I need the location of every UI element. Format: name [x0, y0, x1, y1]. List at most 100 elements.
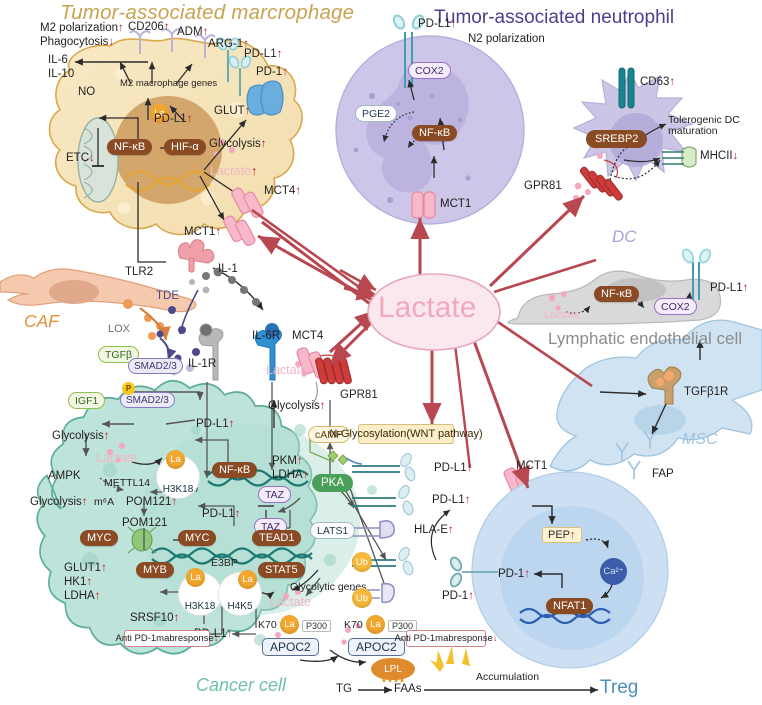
la-mark-cancer-a: La	[166, 450, 185, 469]
label-cancer-cell: Cancer cell	[196, 675, 287, 695]
myc-node-left: MYC	[80, 530, 119, 546]
cancer-surface-pdl1-b: PD-L1↑	[432, 494, 471, 506]
macrophage-nuclear-pdl1: PD-L1↑	[154, 113, 193, 125]
tead1-node: TEAD1	[252, 530, 302, 546]
macrophage-pd1-label: PD-1↑	[256, 66, 288, 78]
m6a-label: m⁶A	[94, 496, 115, 508]
arg1-label: ARG-1↑	[208, 38, 249, 50]
pge2-node: PGE2	[355, 105, 398, 122]
camp-node: cAMP	[308, 426, 351, 443]
ldha-label: LDHA↑	[272, 469, 309, 481]
pkm-label: PKM↑	[272, 455, 303, 467]
cox2-node-lec: COX2	[654, 298, 697, 315]
pom121-up-label: POM121↑	[126, 496, 178, 508]
e3bp-label: E3BP	[211, 557, 238, 569]
phagocytosis-label: Phagocytosis↓	[40, 36, 115, 48]
cancer-surface-pdl1-a: PD-L1↑	[434, 462, 473, 474]
tg-label: TG	[336, 683, 352, 695]
mettl14-label: METTL14	[104, 477, 151, 489]
neutrophil-pdl1-label: PD-L1↑	[418, 18, 457, 30]
lec-pdl1-label: PD-L1↑	[710, 282, 749, 294]
mct4-label-macrophage: MCT4↑	[264, 185, 302, 197]
nfkb-node-cancer: NF-κB	[212, 462, 258, 478]
glut1-label: GLUT1↑	[64, 562, 107, 574]
tgfb-node: TGFβ	[98, 346, 140, 363]
no-label: NO	[78, 86, 96, 98]
lpl-node: LPL	[371, 658, 415, 680]
ampk-label: AMPK	[48, 470, 81, 482]
ub-node-a: Ub	[352, 552, 372, 572]
il1-label: IL-1	[218, 263, 238, 275]
phospho-mark: P	[122, 382, 135, 395]
il6-label: IL-6	[48, 54, 68, 66]
calcium-node: Ca²⁺	[600, 558, 627, 585]
mhcii-label: MHCII↓	[700, 150, 739, 162]
cancer-lactate-faint-b: Lactate	[96, 451, 138, 465]
lactate-hub-label: Lactate	[378, 291, 477, 324]
mct4-label-cancer: MCT4	[292, 330, 324, 342]
myc-node-right: MYC	[178, 530, 217, 546]
smad23-bottom-node: SMAD2/3	[120, 392, 175, 408]
cox2-node-neutrophil: COX2	[408, 62, 451, 79]
adm-label: ADM↑	[177, 26, 209, 38]
apoc2-node-b: APOC2	[348, 638, 405, 656]
myb-node: MYB	[136, 562, 174, 578]
la-mark-cancer-b: La	[186, 568, 205, 587]
la-mark-macrophage: La	[150, 104, 169, 123]
il6r-label: IL-6R	[252, 330, 281, 342]
label-dc: DC	[612, 227, 637, 246]
lox-label: LOX	[108, 323, 131, 335]
treg-pd1-label: PD-1↑	[498, 568, 530, 580]
cancer-glycolysis-mid: Glycolysis↑	[268, 400, 326, 412]
ub-node-b: Ub	[352, 588, 372, 608]
tde-label: TDE	[156, 290, 179, 302]
fap-label: FAP	[652, 468, 674, 480]
label-treg: Treg	[600, 677, 639, 698]
tlr2-label: TLR2	[125, 266, 154, 278]
lats1-node: LATS1	[310, 522, 356, 539]
la-mark-apoc2-a: La	[280, 615, 299, 634]
lec-lactate-faint: Lactate	[544, 309, 581, 321]
etc-label: ETC↓	[66, 152, 95, 164]
cd206-label: CD206↑	[128, 21, 170, 33]
pka-node: PKA	[312, 474, 354, 492]
macrophage-pdl1-label: PD-L1↑	[244, 48, 283, 60]
nfkb-node-lec: NF-κB	[594, 286, 640, 302]
neutrophil-subtitle: N2 polarization	[468, 33, 545, 45]
mct1-label-macrophage: MCT1↑	[184, 226, 222, 238]
macrophage-glycolysis-label: Glycolysis↑	[209, 138, 267, 150]
section-title-macrophage: Tumor-associated marcrophage	[60, 1, 355, 24]
cancer-lactate-faint-c: Lactate	[270, 595, 312, 609]
m2-macrophage-genes-label: M2 macrophage genes	[120, 78, 218, 89]
taz-top-node: TAZ	[258, 486, 292, 503]
label-lymphatic-endothelial-cell: Lymphatic endothelial cell	[548, 329, 743, 348]
ampk-glycolysis-label: Glycolysis↑	[30, 496, 88, 508]
label-caf: CAF	[24, 311, 59, 331]
nfkb-node-neutrophil: NF-κB	[412, 125, 458, 141]
pom121-pore-label: POM121	[122, 517, 168, 529]
mct1-label-neutrophil: MCT1	[440, 198, 472, 210]
glut-label: GLUT↑	[214, 105, 251, 117]
gpr81-label-dc: GPR81	[524, 180, 562, 192]
section-title-neutrophil: Tumor-associated neutrophil	[434, 7, 675, 28]
label-msc: MSC	[682, 431, 718, 448]
cancer-pd1-ext-label: PD-1↑	[442, 590, 474, 602]
mct1-label-treg: MCT1	[516, 460, 548, 472]
faas-label: FAAs	[394, 683, 422, 695]
k70-label-b: K70	[344, 619, 363, 631]
hifa-node-macrophage: HIF-α	[164, 139, 206, 155]
nfkb-node-macrophage: NF-κB	[107, 139, 153, 155]
gpr81-label-cancer: GPR81	[340, 389, 378, 401]
il1r-label: IL-1R	[188, 358, 217, 370]
macrophage-lactate-faint: Lactate↑	[210, 164, 258, 178]
cancer-pdl1-a: PD-L1↑	[196, 418, 235, 430]
accumulation-label: Accumulation	[476, 671, 540, 683]
lactate-red-arrows	[251, 194, 597, 489]
tgfb1r-label: TGFβ1R	[684, 386, 729, 398]
caf-cell	[0, 268, 197, 341]
srsf10-label: SRSF10↑	[130, 612, 180, 624]
